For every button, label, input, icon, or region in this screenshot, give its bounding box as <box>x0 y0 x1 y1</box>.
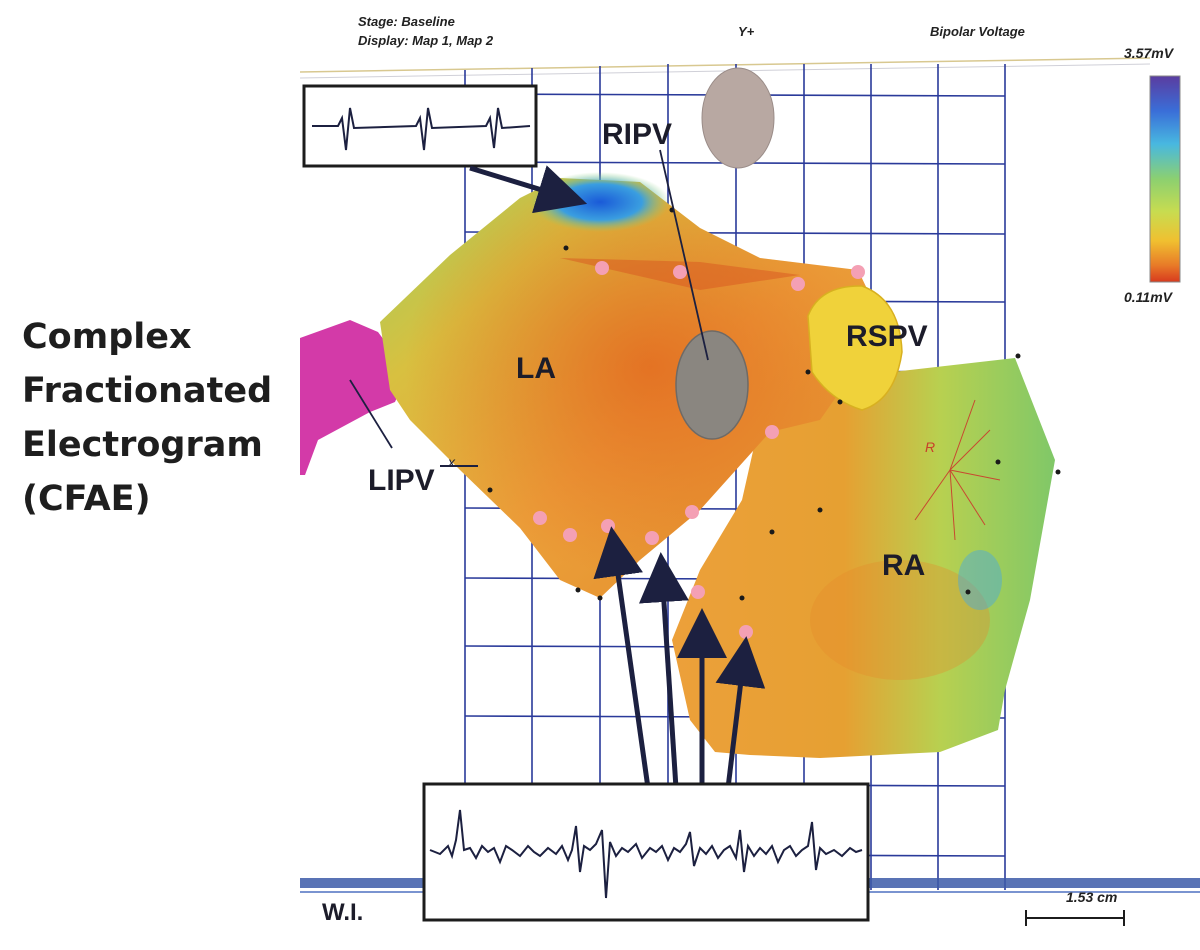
ra-blue-spot <box>958 550 1002 610</box>
ra-warm-zone <box>810 560 990 680</box>
ra-label: RA <box>882 549 925 582</box>
lipv-leader-line <box>349 379 393 449</box>
caption-line-3: Electrogram <box>22 425 263 465</box>
scale-bar <box>1025 910 1125 926</box>
la-high-voltage-spot <box>530 172 670 232</box>
left-atrium-warm-overlay <box>380 178 870 598</box>
right-atrium-shape <box>672 358 1055 758</box>
color-scale-max: 3.57mV <box>1124 45 1175 61</box>
lipv-label: LIPV <box>368 464 435 497</box>
caption-line-1: Complex <box>22 317 192 357</box>
central-vessel <box>675 330 749 440</box>
color-scale-min: 0.11mV <box>1124 289 1174 305</box>
axis-marker-y: Y+ <box>738 24 755 39</box>
la-label: LA <box>516 352 556 385</box>
top-egm-arrow <box>469 165 588 214</box>
ripv-leader-line <box>659 149 709 361</box>
r-marker-star <box>914 399 1001 541</box>
lipv-vessel <box>300 320 408 475</box>
cfae-egm-trace <box>429 809 863 899</box>
ripv-label: RIPV <box>602 118 672 151</box>
rspv-label: RSPV <box>846 320 928 353</box>
color-scale-bar <box>1149 75 1181 283</box>
x-axis-marker: x <box>447 454 456 470</box>
mapping-points <box>487 207 1061 601</box>
display-label: Display: Map 1, Map 2 <box>358 33 494 48</box>
mode-label: Bipolar Voltage <box>930 24 1025 39</box>
caption-line-2: Fractionated <box>22 371 273 411</box>
stage-label: Stage: Baseline <box>358 14 455 29</box>
caption-line-4: (CFAE) <box>22 479 151 519</box>
horizon-line <box>299 57 1151 73</box>
ripv-vessel <box>701 67 775 169</box>
scale-bar-label: 1.53 cm <box>1066 889 1117 905</box>
cfae-caption: Complex Fractionated Electrogram (CFAE) <box>22 310 302 526</box>
cfae-arrows <box>593 526 766 789</box>
top-egm-trace <box>312 107 531 151</box>
r-marker-label: R <box>925 439 935 455</box>
wi-label: W.I. <box>322 899 363 926</box>
